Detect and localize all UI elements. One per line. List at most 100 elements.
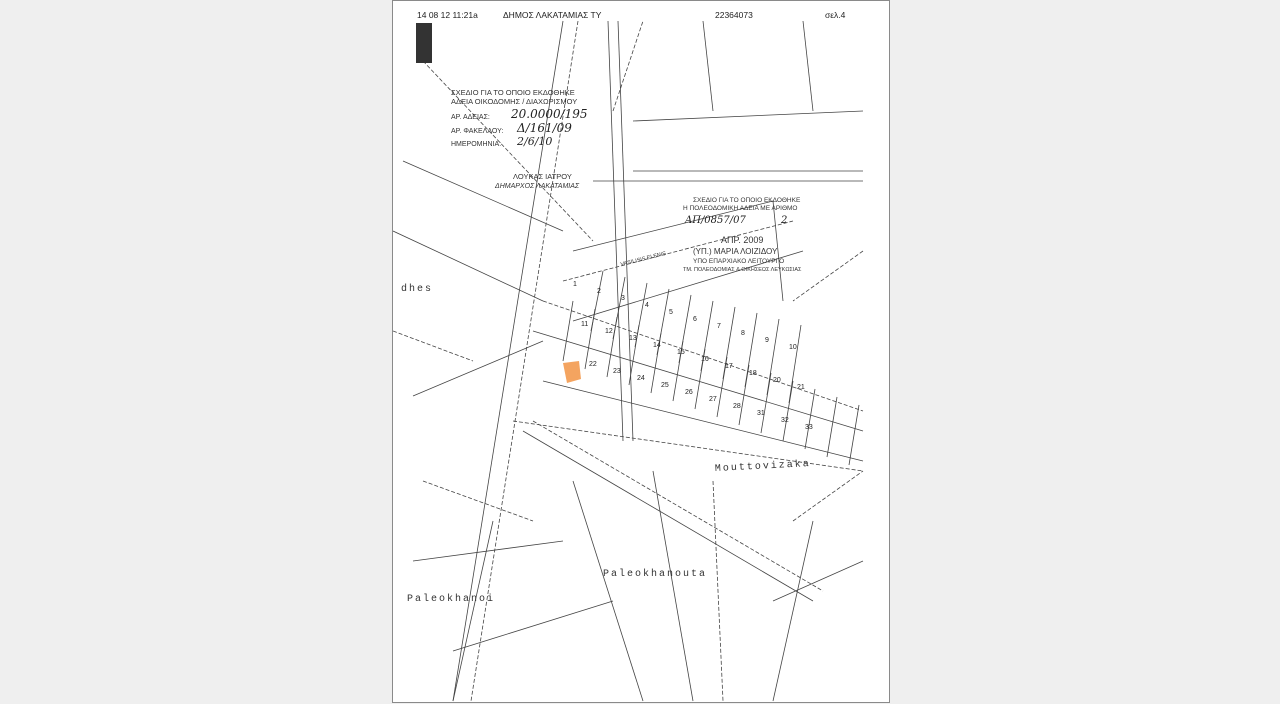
parcel-boundary xyxy=(702,20,714,112)
parcel-boundary xyxy=(792,470,864,522)
plot-number: 21 xyxy=(797,384,805,391)
parcel-boundary xyxy=(802,20,814,112)
sheet-number: 2 xyxy=(780,215,787,226)
parcel-boundary xyxy=(422,60,594,242)
plot-divider xyxy=(678,294,692,364)
stamp-line2: Η ΠΟΛΕΟΔΟΜΙΚΗ ΑΔΕΙΑ ΜΕ ΑΡΙΘΜΟ xyxy=(683,205,798,212)
plot-number: 11 xyxy=(581,321,588,328)
parcel-boundary xyxy=(632,110,864,122)
plot-number: 20 xyxy=(773,377,781,384)
stamp-line1: ΣΧΕΔΙΟ ΓΙΑ ΤΟ ΟΠΟΙΟ ΕΚΔΟΘΗΚΕ xyxy=(693,197,801,204)
plot-number: 9 xyxy=(765,337,769,344)
place-paleokhanouta: Paleokhanouta xyxy=(603,568,707,580)
scan-artifact xyxy=(416,23,432,63)
parcel-boundary xyxy=(572,480,644,702)
parcel-boundary xyxy=(772,560,864,602)
parcel-boundary xyxy=(393,230,544,302)
fax-number: 22364073 xyxy=(715,10,753,20)
plot-number: 22 xyxy=(589,361,597,368)
date-value: 2/6/10 xyxy=(516,135,552,148)
road-name: VASILISIS ELENIS xyxy=(620,251,667,268)
fax-page: σελ.4 xyxy=(825,10,846,20)
parcel-boundary xyxy=(772,200,784,302)
parcel-boundary xyxy=(452,20,564,702)
parcel-boundary xyxy=(412,540,564,562)
parcel-boundary xyxy=(607,20,624,442)
parcel-boundary xyxy=(572,200,774,252)
parcel-boundary xyxy=(512,420,864,472)
plot-divider xyxy=(788,324,802,404)
plot-number: 33 xyxy=(805,424,813,431)
plot-number: 25 xyxy=(661,382,669,389)
plot-divider xyxy=(782,380,794,442)
place-paleokhanoi: Paleokhanoi xyxy=(407,593,495,605)
plot-number: 5 xyxy=(669,309,673,316)
plot-number: 14 xyxy=(653,342,661,349)
fax-sender: ΔΗΜΟΣ ΛΑΚΑΤΑΜΙΑΣ ΤΥ xyxy=(503,10,602,20)
plot-divider xyxy=(656,288,670,356)
permit-value: 20.0000/195 xyxy=(510,107,588,121)
place-dhes: dhes xyxy=(401,283,433,295)
plot-number: 7 xyxy=(717,323,721,330)
parcel-boundary xyxy=(542,300,864,412)
plot-number: 26 xyxy=(685,389,693,396)
plot-number: 1 xyxy=(573,281,577,288)
parcel-boundary xyxy=(712,480,724,702)
permit-label: ΑΡ. ΑΔΕΙΑΣ: xyxy=(451,114,490,121)
parcel-boundary xyxy=(612,20,644,112)
parcel-boundary xyxy=(572,250,804,322)
plot-number: 6 xyxy=(693,316,697,323)
plot-divider xyxy=(760,372,772,434)
plot-number: 15 xyxy=(677,349,685,356)
place-mouttovizaka: Mouttovizaka xyxy=(715,458,812,475)
parcel-boundary xyxy=(452,600,614,652)
parcel-boundary xyxy=(532,420,824,592)
parcel-boundary xyxy=(470,20,579,702)
plot-number: 17 xyxy=(725,363,733,370)
plot-divider xyxy=(826,396,838,458)
parcel-boundary xyxy=(792,250,864,302)
parcel-boundary xyxy=(617,20,634,442)
plot-divider xyxy=(562,300,574,362)
parcel-boundary xyxy=(542,380,864,462)
plot-number: 12 xyxy=(605,328,613,335)
plot-number: 28 xyxy=(733,403,741,410)
plot-number: 31 xyxy=(757,410,765,417)
stamp-line2: ΑΔΕΙΑ ΟΙΚΟΔΟΜΗΣ / ΔΙΑΧΩΡΙΣΜΟΥ xyxy=(451,97,577,106)
plot-divider xyxy=(848,404,860,466)
planning-permit-value: ΑΠ/0857/07 xyxy=(684,215,746,226)
plot-number: 23 xyxy=(613,368,621,375)
parcel-boundary xyxy=(422,480,534,522)
mayor-name: ΛΟΥΚΑΣ ΙΑΤΡΟΥ xyxy=(513,172,572,181)
file-label: ΑΡ. ΦΑΚΕΛΛΟΥ: xyxy=(451,128,503,135)
plot-divider xyxy=(700,300,714,372)
plot-number: 32 xyxy=(781,417,789,424)
parcel-boundary xyxy=(452,520,494,702)
parcel-boundary xyxy=(522,430,814,602)
parcel-boundary xyxy=(412,340,544,397)
planning-stamp: ΣΧΕΔΙΟ ΓΙΑ ΤΟ ΟΠΟΙΟ ΕΚΔΟΘΗΚΕ Η ΠΟΛΕΟΔΟΜΙ… xyxy=(683,197,802,273)
plot-number: 16 xyxy=(701,356,709,363)
plot-number: 3 xyxy=(621,295,625,302)
stamp-line1: ΣΧΕΔΙΟ ΓΙΑ ΤΟ ΟΠΟΙΟ ΕΚΔΟΘΗΚΕ xyxy=(451,88,575,97)
plot-divider xyxy=(766,318,780,396)
plot-number: 24 xyxy=(637,375,645,382)
plot-divider xyxy=(590,270,604,332)
plot-divider xyxy=(804,388,816,450)
parcel-boundary xyxy=(532,330,864,432)
plot-divider xyxy=(634,282,648,348)
officer-title: ΥΠΟ ΕΠΑΡΧΙΑΚΟ ΛΕΙΤΟΥΡΓΟ xyxy=(693,258,784,265)
date-label: ΗΜΕΡΟΜΗΝΙΑ: xyxy=(451,141,501,148)
parcel-boundary xyxy=(772,520,814,702)
highlighted-plot xyxy=(563,361,581,383)
plot-number: 4 xyxy=(645,302,649,309)
plot-divider xyxy=(612,276,626,340)
plot-number: 27 xyxy=(709,396,717,403)
parcel-boundary xyxy=(562,220,794,282)
plot-number: 10 xyxy=(789,344,797,351)
plot-divider xyxy=(722,306,736,380)
parcel-boundary xyxy=(652,470,694,702)
plot-number: 13 xyxy=(629,335,637,342)
plot-divider xyxy=(744,312,758,388)
officer-name: (ΥΠ.) ΜΑΡΙΑ ΛΟΙΖΙΔΟΥ xyxy=(693,247,778,256)
